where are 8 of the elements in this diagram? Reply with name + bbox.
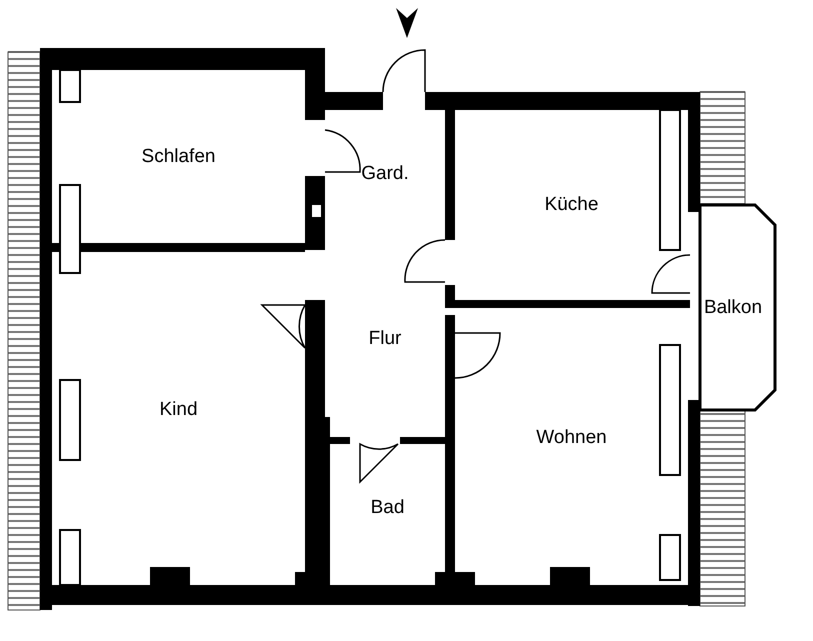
- room-label: Bad: [370, 497, 404, 519]
- room-label: Flur: [368, 328, 402, 350]
- room-label: Wohnen: [536, 426, 607, 448]
- room-label: Gard.: [361, 163, 409, 185]
- room-label: Schlafen: [142, 146, 216, 168]
- room-label: Kind: [159, 398, 198, 420]
- room-label: Küche: [544, 194, 598, 216]
- room-label: Balkon: [704, 297, 762, 319]
